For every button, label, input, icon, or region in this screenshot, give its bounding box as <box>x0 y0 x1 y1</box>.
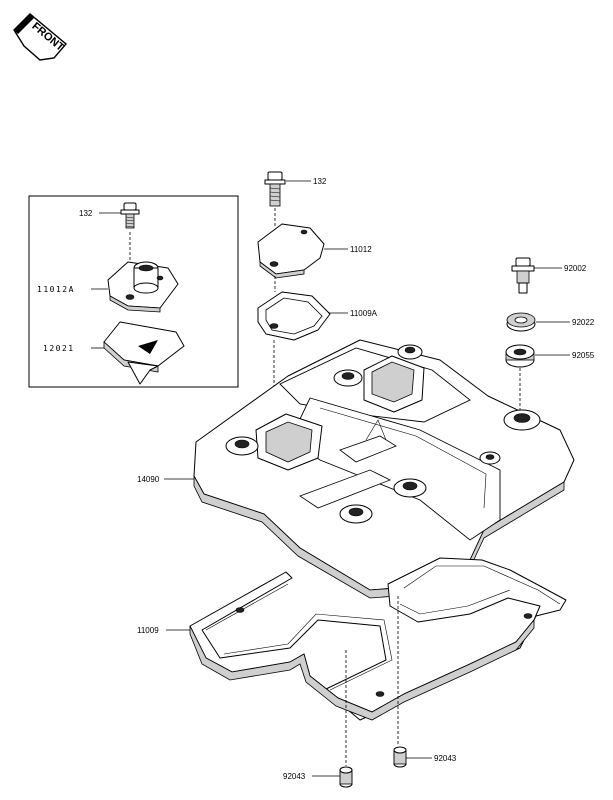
plate-12021-icon <box>103 321 185 385</box>
front-arrow-badge: FRONT <box>13 13 67 61</box>
dowel-92043-right-icon <box>393 746 407 768</box>
part-number-92002: 92002 <box>564 264 587 273</box>
part-number-14090: 14090 <box>137 475 160 484</box>
part-number-132: 132 <box>313 177 327 186</box>
grommet-92055-icon <box>505 344 535 368</box>
gasket-11009-icon <box>189 557 567 721</box>
part-number-11012: 11012 <box>350 245 372 254</box>
washer-92022-icon <box>506 312 536 332</box>
bolt-92002-icon <box>511 257 535 294</box>
gasket-11009A-icon <box>257 291 331 341</box>
part-number-12021: 12021 <box>43 344 75 353</box>
part-number-11009: 11009 <box>137 626 159 635</box>
bolt-132-inset-icon <box>120 202 140 229</box>
part-number-11009A: 11009A <box>350 309 378 318</box>
part-number-92043-right: 92043 <box>434 754 457 763</box>
inset-box <box>28 195 239 388</box>
dowel-92043-left-icon <box>339 766 353 788</box>
part-number-11012A: 11012A <box>37 285 75 294</box>
cover-11012A-icon <box>107 261 179 313</box>
cover-11012-icon <box>257 223 325 279</box>
part-number-92043-left: 92043 <box>283 772 306 781</box>
bolt-132-icon <box>264 171 286 207</box>
part-number-92055: 92055 <box>572 351 595 360</box>
part-number-92022: 92022 <box>572 318 595 327</box>
part-number-132-inset: 132 <box>79 209 93 218</box>
head-cover-14090-icon <box>193 339 575 599</box>
